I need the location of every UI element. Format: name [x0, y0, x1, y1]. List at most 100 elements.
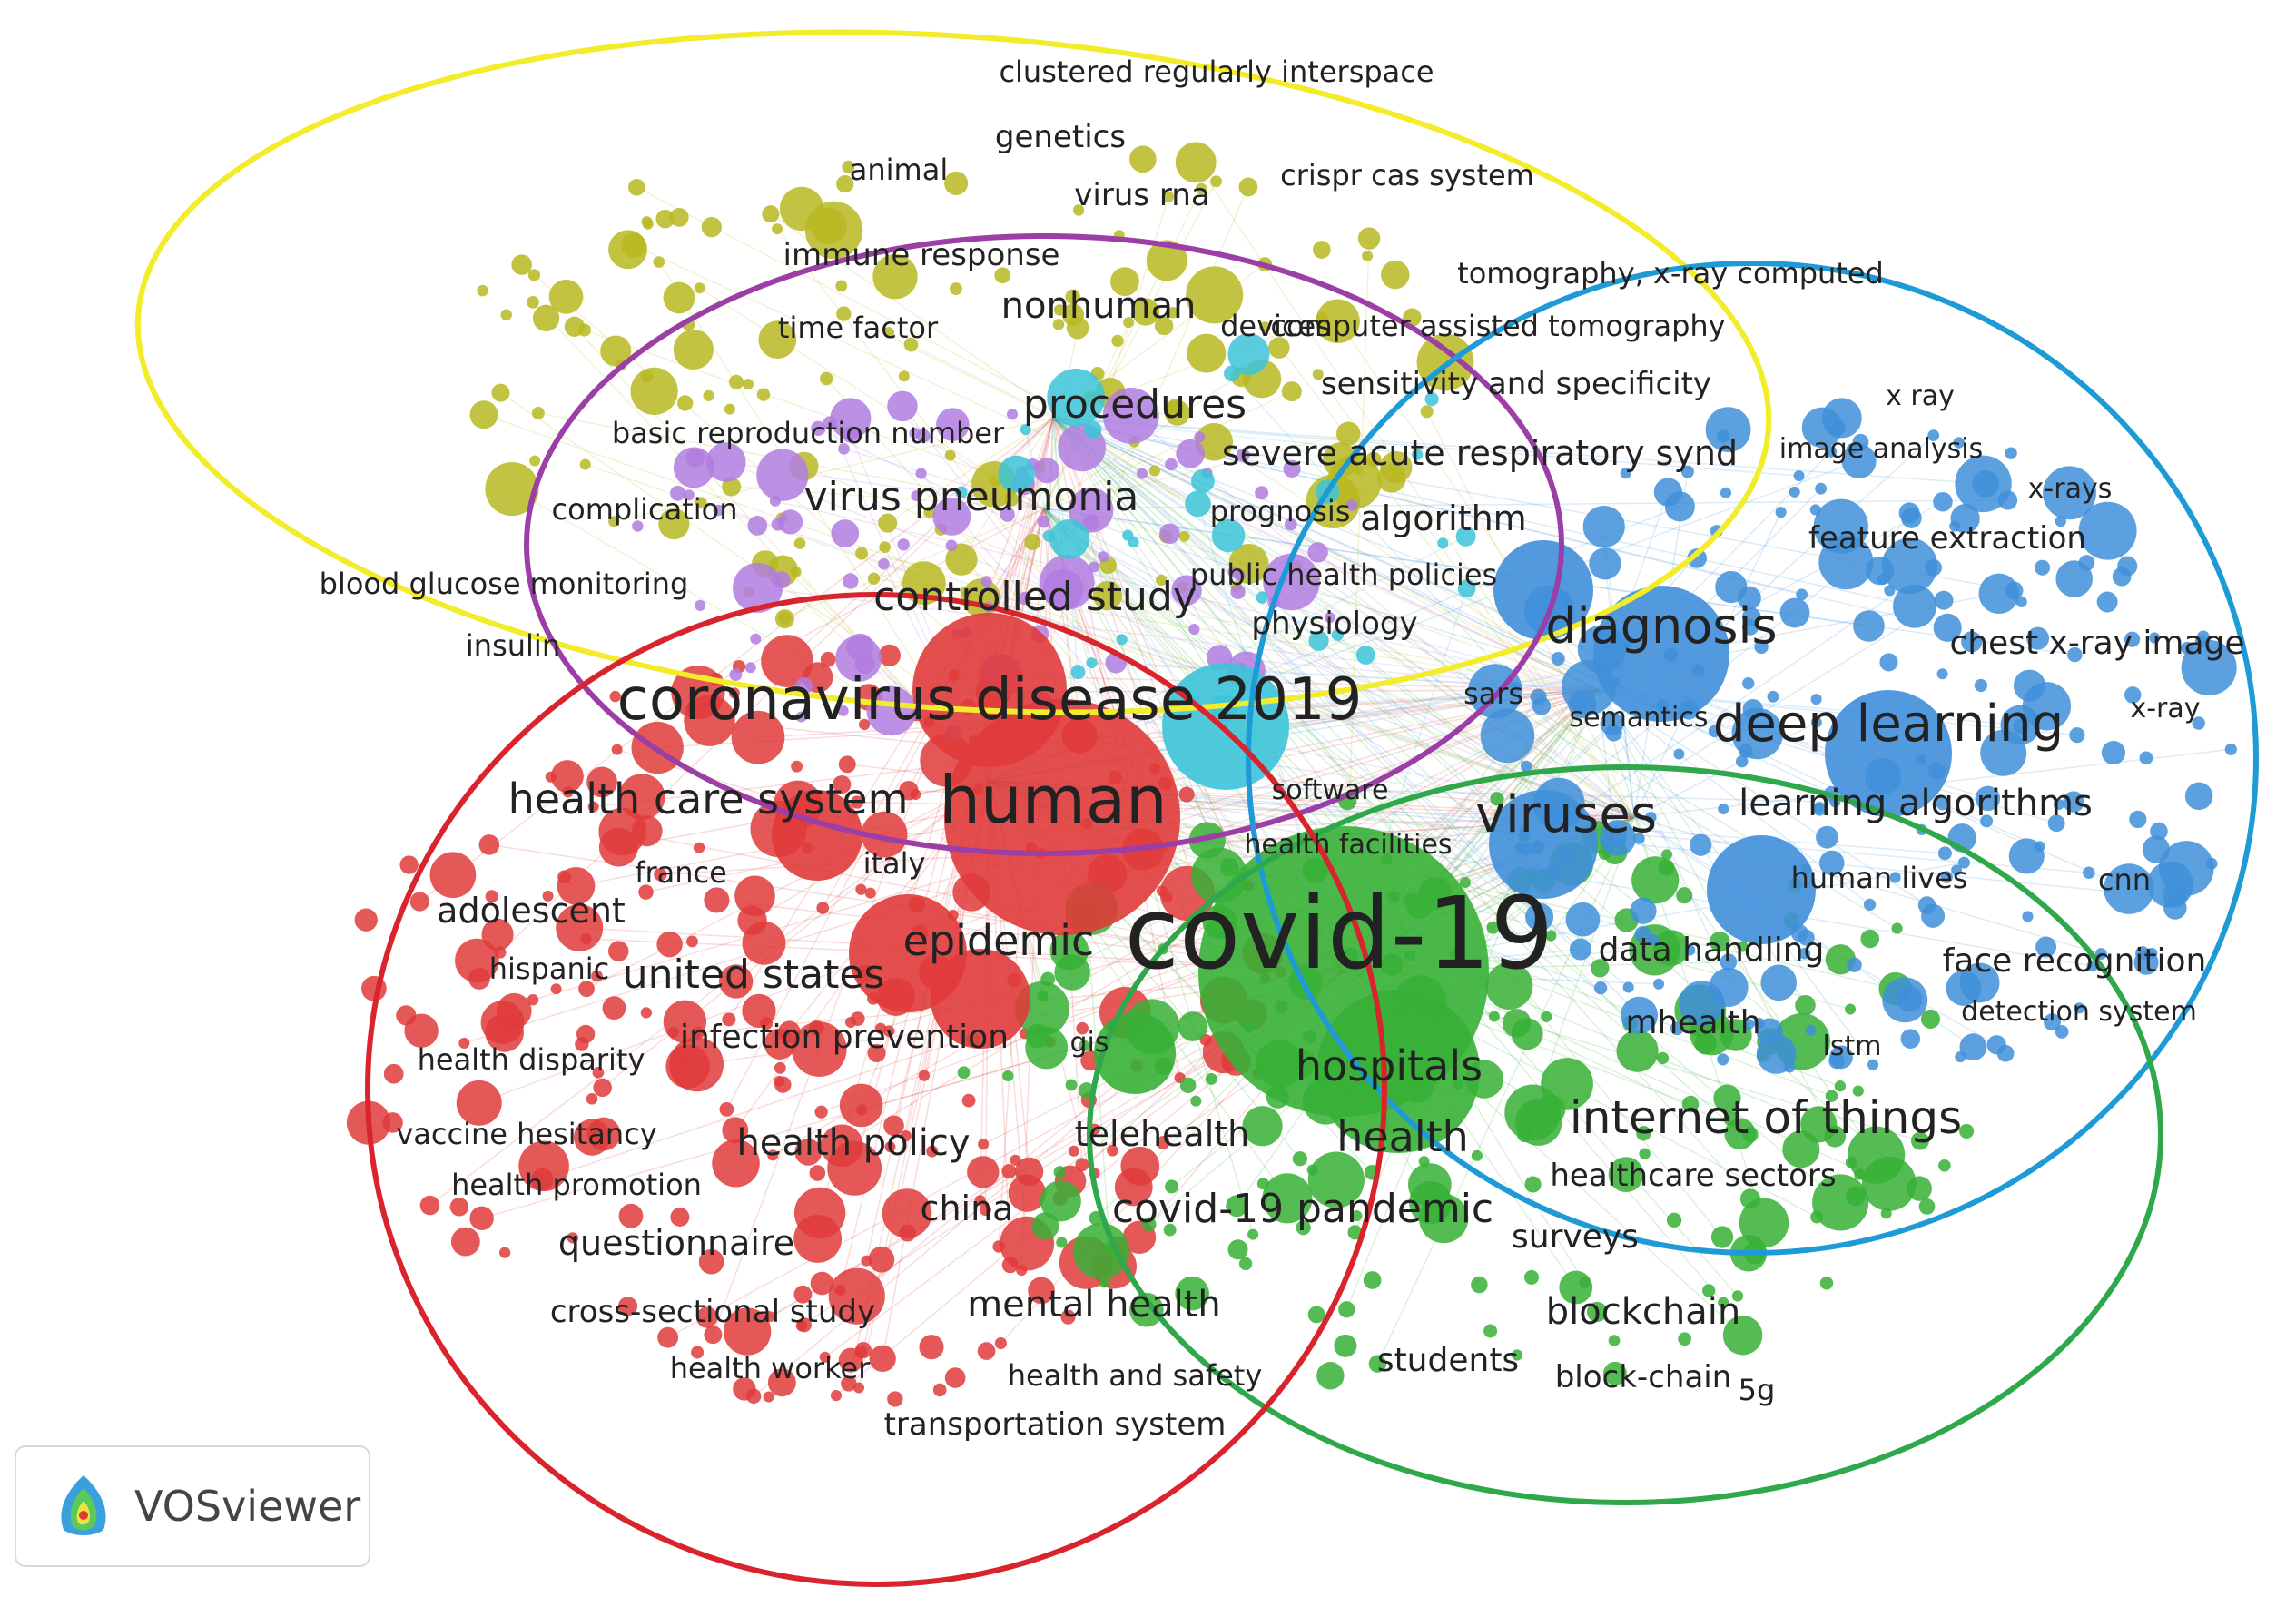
node-blue — [1741, 618, 1759, 636]
node-cyan — [1185, 490, 1211, 518]
node-cyan — [1455, 526, 1476, 547]
node-green — [1307, 1151, 1365, 1208]
node-red — [830, 1389, 843, 1402]
term-label: coronavirus disease 2019 — [617, 666, 1363, 734]
node-purple — [878, 557, 890, 570]
node-purple — [1136, 468, 1148, 479]
node-blue — [1934, 590, 1954, 610]
edge — [1052, 417, 1832, 794]
edge — [1317, 373, 1635, 818]
node-yellow — [878, 513, 898, 533]
node-red — [919, 1335, 944, 1360]
node-cyan — [1084, 420, 1102, 439]
hub-node-cyan — [1162, 663, 1289, 790]
node-yellow — [1186, 266, 1244, 324]
node-green — [1220, 858, 1239, 877]
node-blue — [1739, 744, 1753, 758]
node-blue — [1509, 682, 1521, 694]
node-yellow — [1335, 421, 1361, 446]
node-purple — [1083, 513, 1100, 531]
edge — [1043, 508, 1554, 871]
edge — [586, 780, 990, 990]
node-green — [1490, 792, 1504, 806]
node-red — [657, 1326, 679, 1348]
node-red — [814, 1105, 828, 1119]
node-purple — [1176, 439, 1206, 468]
node-blue — [1653, 978, 1665, 990]
node-green — [1656, 1051, 1670, 1065]
node-purple — [1098, 551, 1109, 563]
node-blue — [2035, 936, 2057, 958]
edge — [1532, 816, 1635, 1113]
node-cyan — [1049, 518, 1089, 559]
term-label: x ray — [1886, 380, 1955, 412]
term-label: health care system — [508, 774, 909, 823]
node-purple — [842, 426, 860, 443]
node-yellow — [944, 171, 969, 195]
node-green — [1782, 1130, 1820, 1168]
node-purple — [835, 635, 882, 682]
node-green — [1959, 1123, 1975, 1139]
node-green — [1907, 1176, 1932, 1201]
node-green — [1368, 1355, 1387, 1373]
node-blue — [1950, 504, 1980, 534]
edge — [1043, 508, 1841, 1204]
node-red — [456, 1080, 502, 1126]
node-blue — [1810, 716, 1822, 728]
term-label: epidemic — [903, 916, 1095, 965]
node-blue — [1593, 981, 1608, 995]
hub-node-blue — [1489, 790, 1598, 899]
node-blue — [2026, 626, 2050, 650]
term-label: infection prevention — [680, 1019, 1009, 1056]
node-blue — [1767, 690, 1779, 703]
node-blue — [1825, 445, 1838, 458]
edge — [1597, 689, 1616, 838]
edge — [725, 461, 1635, 818]
node-green — [1938, 1159, 1951, 1172]
node-red — [667, 1026, 679, 1038]
node-blue — [1975, 785, 2001, 812]
node-blue — [2149, 632, 2161, 644]
node-blue — [1809, 504, 1821, 516]
node-red — [734, 875, 775, 917]
edge — [1052, 417, 1799, 477]
node-blue — [1708, 725, 1721, 738]
edge — [1052, 417, 1550, 612]
node-blue — [1900, 1029, 1921, 1049]
node-red — [994, 1336, 1007, 1350]
node-red — [774, 1076, 792, 1093]
term-label: procedures — [1023, 381, 1247, 428]
node-red — [793, 1285, 813, 1304]
node-purple — [887, 390, 918, 422]
node-blue — [1789, 486, 1800, 498]
node-green — [1636, 1126, 1651, 1141]
term-label: virus pneumonia — [804, 474, 1139, 520]
node-blue — [1754, 639, 1769, 655]
node-green — [1616, 1030, 1659, 1072]
node-blue — [1756, 1018, 1783, 1045]
node-blue — [1743, 1019, 1755, 1030]
node-green — [1722, 1315, 1763, 1356]
term-label: prognosis — [1210, 494, 1351, 528]
term-label: block-chain — [1555, 1359, 1732, 1395]
node-blue — [1957, 856, 1970, 869]
node-yellow — [653, 256, 665, 268]
node-blue — [1715, 570, 1748, 604]
term-label: crispr cas system — [1280, 158, 1534, 192]
term-label: basic reproduction number — [612, 416, 1005, 450]
node-red — [767, 1149, 779, 1161]
node-yellow — [867, 572, 881, 585]
cluster-outline-layer — [134, 29, 2259, 1587]
node-blue — [1783, 1060, 1796, 1073]
node-red — [592, 1067, 605, 1079]
node-green — [1524, 1176, 1542, 1193]
edge — [697, 508, 1045, 694]
node-yellow — [1004, 491, 1020, 507]
node-red — [587, 801, 599, 813]
node-yellow — [1092, 580, 1123, 611]
node-green — [1608, 1335, 1621, 1346]
node-green — [1351, 1210, 1363, 1222]
node-purple — [838, 443, 850, 455]
node-yellow — [1187, 333, 1227, 373]
node-red — [791, 1021, 847, 1077]
